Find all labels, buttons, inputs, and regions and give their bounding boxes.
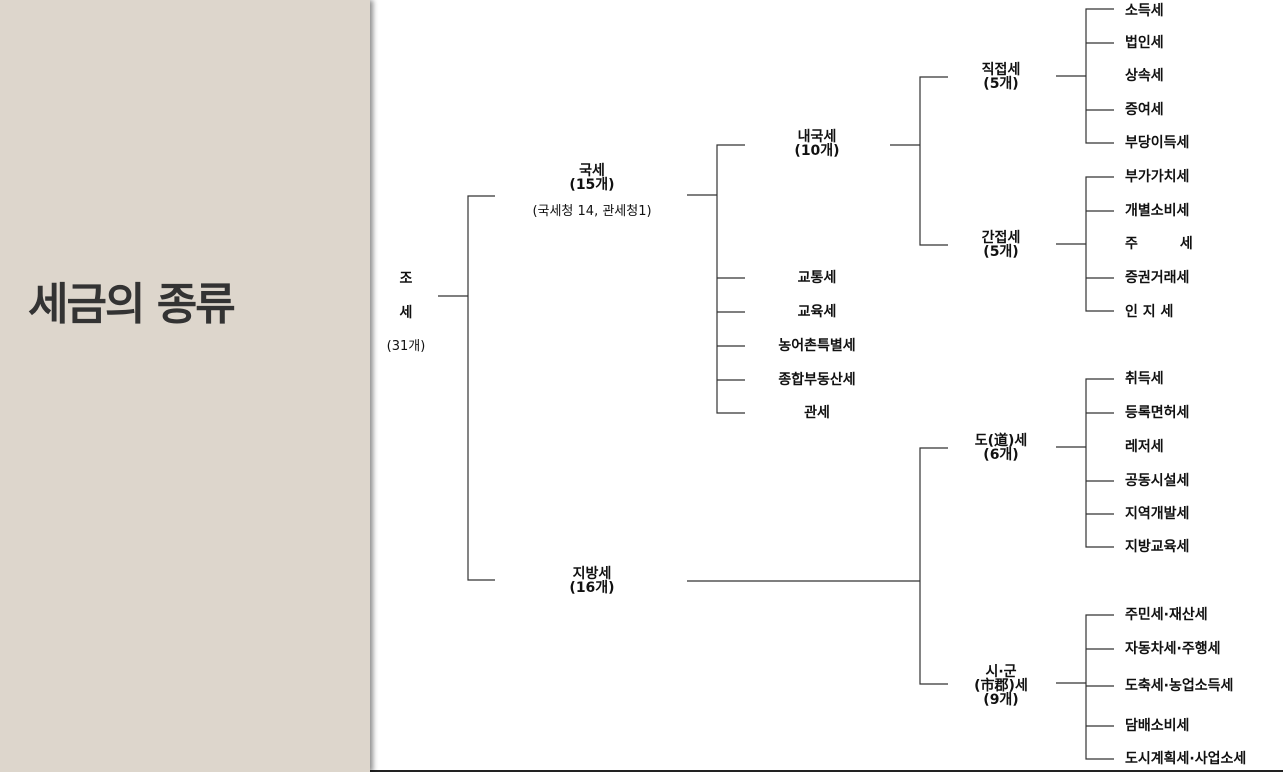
domestic-tax-label: 내국세 bbox=[797, 129, 837, 145]
national-other-item: 농어촌특별세 bbox=[778, 338, 856, 354]
national-other-item: 교육세 bbox=[797, 304, 837, 320]
province-tax-item: 공동시설세 bbox=[1125, 473, 1190, 489]
local-tax-count: (16개) bbox=[569, 580, 615, 596]
direct-tax-item: 소득세 bbox=[1125, 3, 1164, 19]
direct-tax-item: 부당이득세 bbox=[1125, 135, 1190, 151]
province-tax-label: 도(道)세 bbox=[974, 433, 1028, 449]
indirect-tax-item: 인 지 세 bbox=[1125, 304, 1174, 320]
bottom-divider bbox=[370, 770, 1283, 772]
city-tax-item: 도시계획세·사업소세 bbox=[1125, 751, 1247, 767]
city-tax-item: 주민세·재산세 bbox=[1125, 607, 1208, 623]
national-tax-label: 국세 bbox=[579, 163, 605, 179]
national-other-item: 교통세 bbox=[797, 270, 837, 286]
national-other-item: 종합부동산세 bbox=[778, 372, 856, 388]
province-tax-item: 지역개발세 bbox=[1125, 506, 1190, 522]
root-label-char1: 조 bbox=[399, 271, 413, 287]
direct-tax-item: 증여세 bbox=[1125, 102, 1164, 118]
page-title: 세금의 종류 bbox=[28, 279, 236, 330]
province-tax-item: 지방교육세 bbox=[1125, 539, 1190, 555]
national-tax-note: (국세청 14, 관세청1) bbox=[532, 204, 652, 219]
indirect-tax-item: 부가가치세 bbox=[1125, 169, 1190, 185]
province-tax-item: 취득세 bbox=[1125, 371, 1164, 387]
city-tax-item: 담배소비세 bbox=[1125, 718, 1190, 734]
direct-tax-label: 직접세 bbox=[981, 62, 1021, 78]
province-tax-item: 레저세 bbox=[1125, 439, 1164, 455]
city-tax-count: (9개) bbox=[983, 692, 1019, 708]
national-other-item: 관세 bbox=[804, 405, 830, 421]
province-tax-count: (6개) bbox=[983, 447, 1019, 463]
province-tax-item: 등록면허세 bbox=[1125, 405, 1190, 421]
direct-tax-count: (5개) bbox=[983, 76, 1019, 92]
indirect-tax-item: 증권거래세 bbox=[1125, 270, 1190, 286]
national-tax-count: (15개) bbox=[569, 177, 615, 193]
city-tax-item: 도축세·농업소득세 bbox=[1125, 678, 1234, 694]
indirect-tax-item: 주 세 bbox=[1125, 236, 1193, 252]
sidebar-panel: 세금의 종류 bbox=[0, 0, 370, 772]
city-tax-label-hanja: (市郡)세 bbox=[974, 678, 1028, 694]
domestic-tax-count: (10개) bbox=[794, 143, 840, 159]
root-count: (31개) bbox=[386, 339, 426, 354]
root-label-char2: 세 bbox=[399, 305, 413, 321]
indirect-tax-count: (5개) bbox=[983, 244, 1019, 260]
direct-tax-item: 상속세 bbox=[1125, 68, 1164, 84]
city-tax-item: 자동차세·주행세 bbox=[1125, 641, 1221, 657]
city-tax-label: 시·군 bbox=[985, 664, 1017, 680]
local-tax-label: 지방세 bbox=[572, 566, 612, 582]
connector-lines bbox=[438, 8, 1114, 760]
tax-tree-diagram: 조 세 (31개) 국세 (15개) (국세청 14, 관세청1) 내국세 (1… bbox=[370, 0, 1283, 772]
indirect-tax-label: 간접세 bbox=[981, 230, 1021, 246]
direct-tax-item: 법인세 bbox=[1125, 35, 1164, 51]
indirect-tax-item: 개별소비세 bbox=[1125, 203, 1190, 219]
